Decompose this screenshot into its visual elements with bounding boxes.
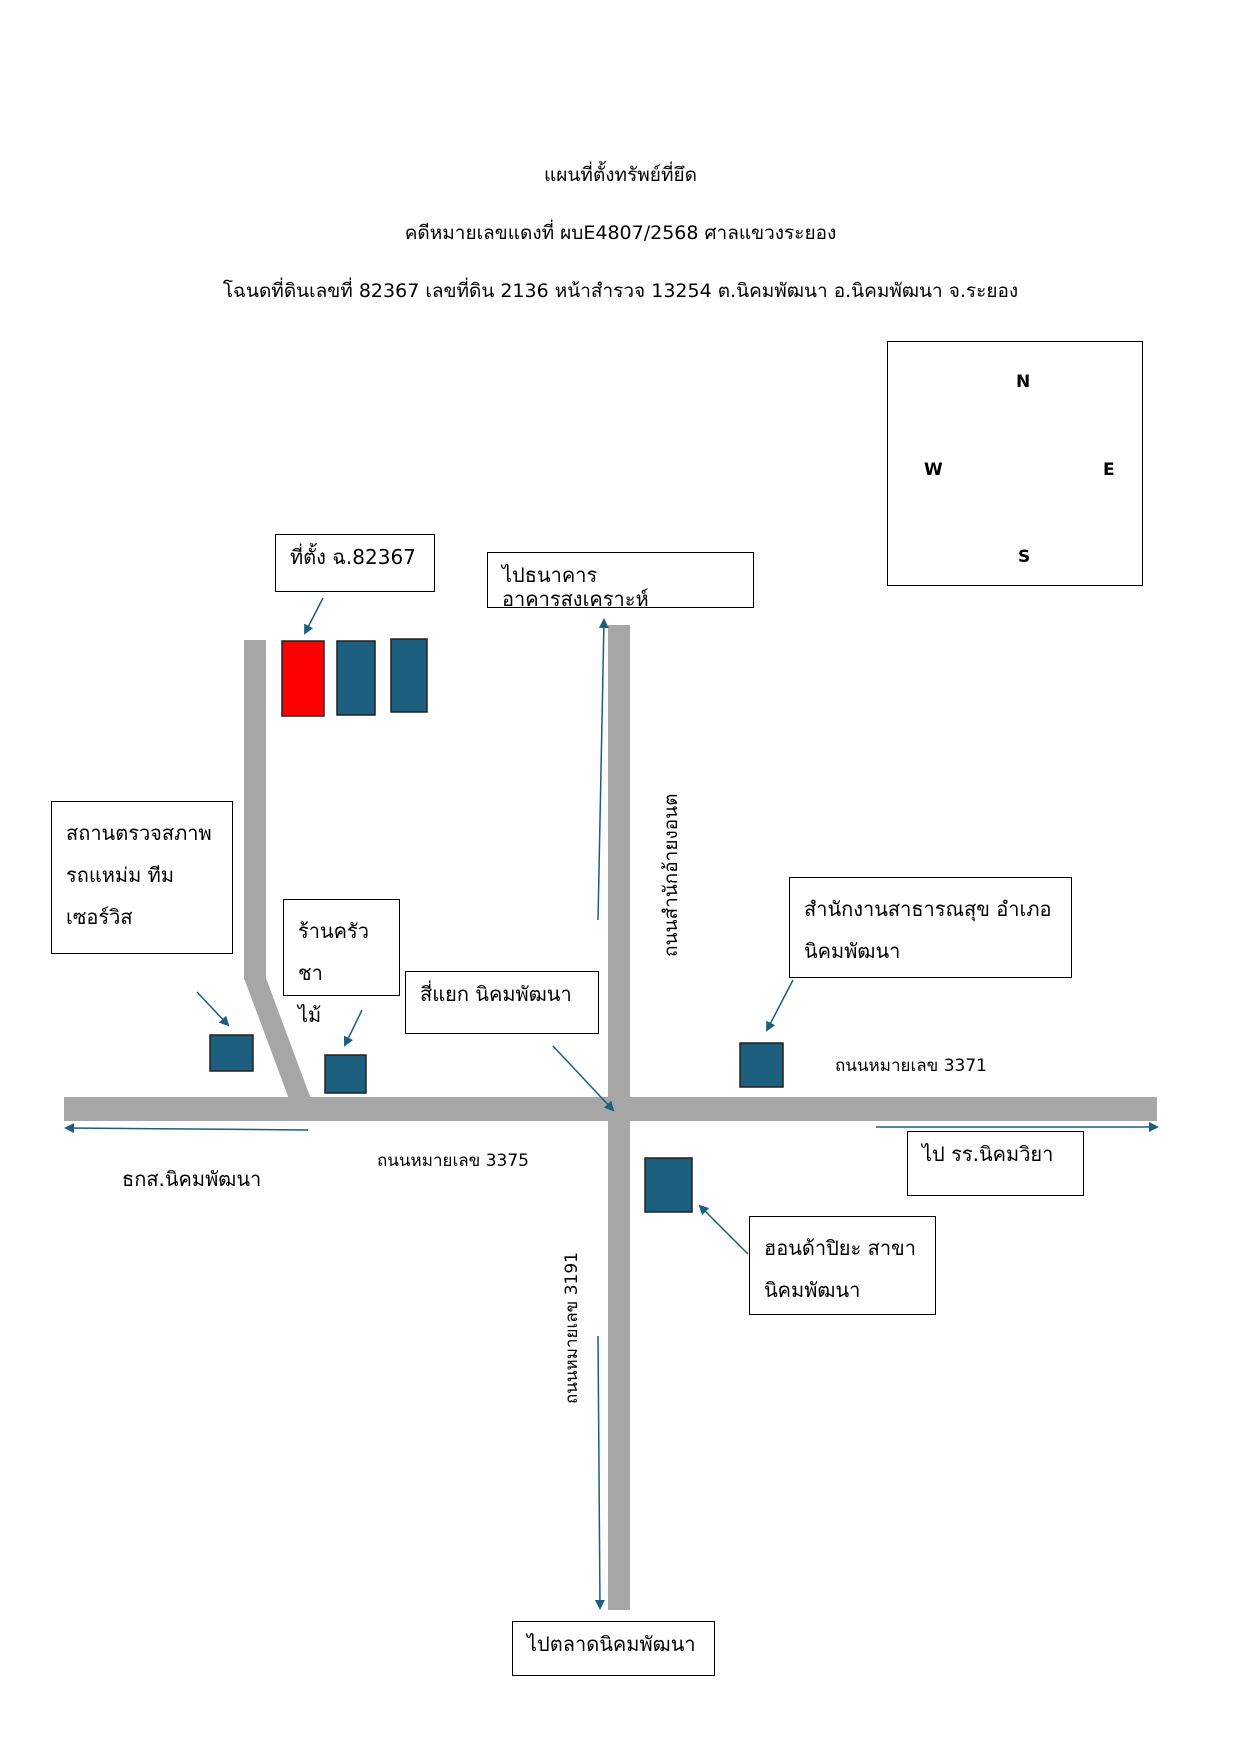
arrow-inspection	[196, 991, 230, 1027]
road-left-branch	[244, 640, 266, 980]
arrow-kitchen	[343, 1009, 363, 1047]
road-3371-label: ถนนหมายเลข 3371	[835, 1056, 987, 1076]
arrow-intersection	[552, 1045, 615, 1112]
honda-dealer-box: ฮอนด้าปิยะ สาขา นิคมพัฒนา	[749, 1216, 936, 1315]
map-title: แผนที่ตั้งทรัพย์ที่ยึด	[544, 164, 697, 186]
compass-west-label: W	[924, 460, 943, 480]
compass-box	[887, 341, 1143, 586]
arrow-site	[304, 597, 324, 635]
health-office-box: สำนักงานสาธารณสุข อำเภอ นิคมพัฒนา	[789, 877, 1072, 978]
school-direction-box: ไป รร.นิคมวิยา	[907, 1131, 1084, 1196]
bank-direction-box: ไปธนาคารอาคารสงเคราะห์	[487, 552, 754, 611]
compass-east-label: E	[1103, 460, 1115, 480]
road-3191-label: ถนนหมายเลข 3191	[562, 1252, 582, 1404]
target-property	[281, 640, 325, 717]
arrow-honda	[698, 1204, 749, 1255]
road-left-diagonal	[244, 978, 311, 1099]
compass-north-label: N	[1016, 372, 1031, 392]
market-direction-box: ไปตลาดนิคมพัฒนา	[512, 1621, 715, 1676]
intersection-box: สี่แยก นิคมพัฒนา	[405, 971, 599, 1034]
arrow-to-market	[594, 1335, 605, 1610]
arrow-to-bank	[597, 618, 609, 921]
inspection-station-box: สถานตรวจสภาพ รถแหม่ม ทีม เซอร์วิส	[51, 801, 233, 954]
road-3375-label: ถนนหมายเลข 3375	[377, 1151, 529, 1171]
kitchen-shop-box: ร้านครัวชา ไม้	[283, 899, 400, 1027]
deed-details: โฉนดที่ดินเลขที่ 82367 เลขที่ดิน 2136 หน…	[222, 280, 1019, 302]
building-health-office	[739, 1042, 784, 1088]
road-office-label: ถนนสำนักอ้ายงอนต	[660, 793, 682, 957]
building-honda	[644, 1157, 693, 1213]
arrow-health-office	[766, 979, 794, 1032]
arrow-to-baac	[64, 1123, 309, 1134]
building-neighbor-2	[390, 638, 428, 713]
compass-south-label: S	[1018, 547, 1031, 567]
road-3191-office	[608, 625, 630, 1610]
baac-direction-label: ธกส.นิคมพัฒนา	[122, 1167, 262, 1191]
building-kitchen	[324, 1054, 367, 1094]
building-neighbor-1	[336, 640, 376, 716]
building-inspection	[209, 1034, 254, 1072]
site-label-box: ที่ตั้ง ฉ.82367	[275, 534, 435, 592]
case-number: คดีหมายเลขแดงที่ ผบE4807/2568 ศาลแขวงระย…	[404, 222, 837, 244]
